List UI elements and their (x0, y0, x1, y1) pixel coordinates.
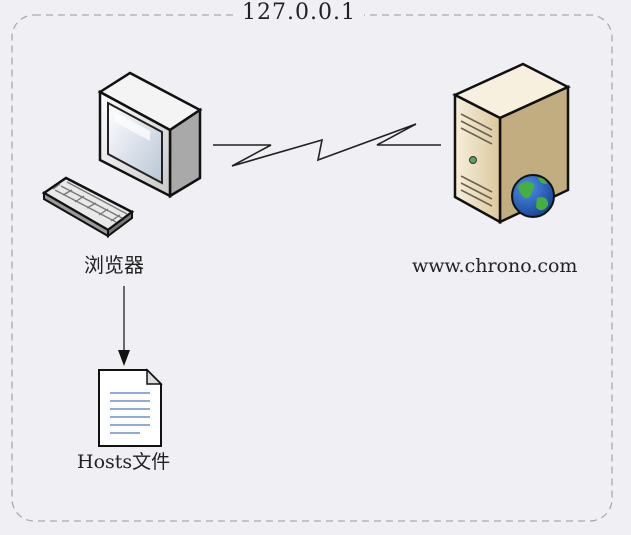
boundary-title: 127.0.0.1 (234, 2, 364, 24)
computer-icon (41, 71, 203, 238)
network-link-line (213, 123, 441, 167)
browser-label: 浏览器 (84, 253, 144, 277)
arrow-head (118, 350, 130, 366)
server-icon (452, 62, 571, 225)
hosts-file-label: Hosts文件 (77, 451, 171, 473)
document-icon (98, 368, 163, 447)
server-label: www.chrono.com (412, 255, 578, 277)
